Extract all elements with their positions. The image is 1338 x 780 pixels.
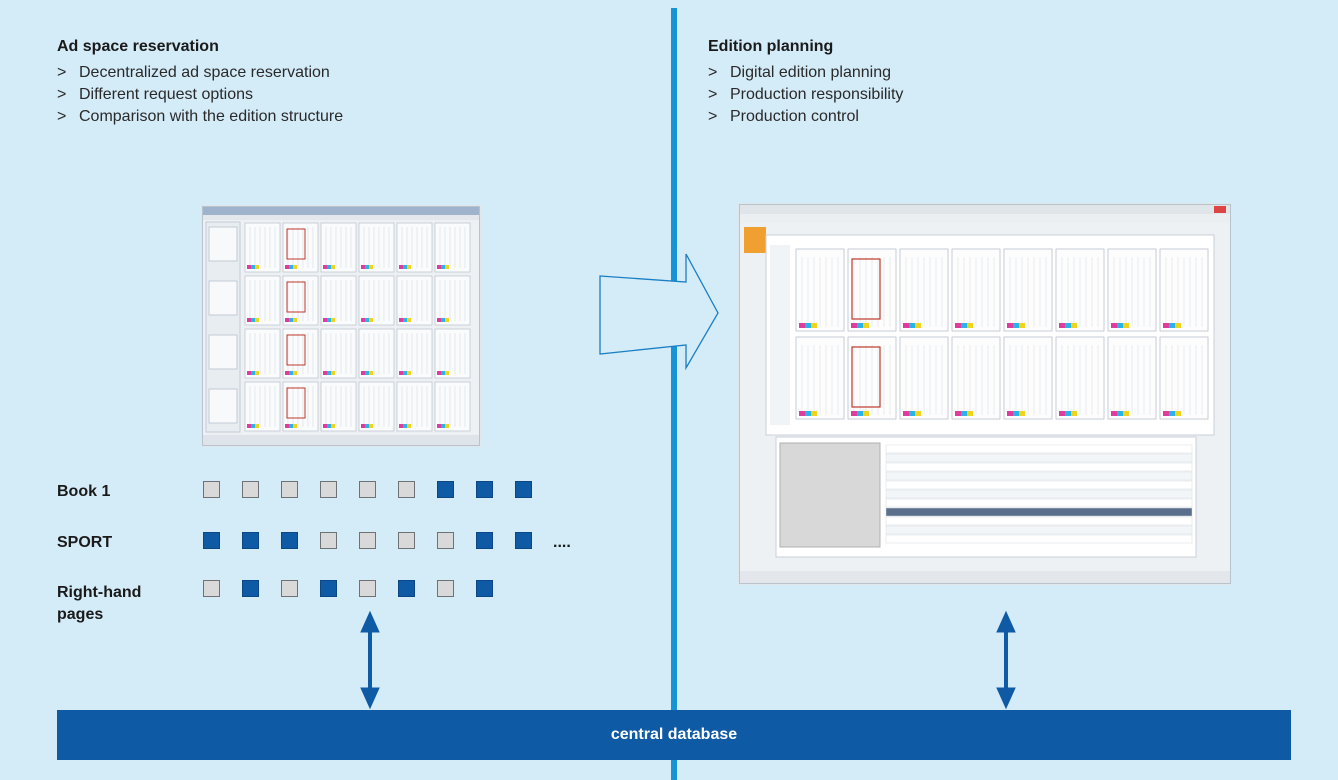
row-label-right-hand-pages: Right-hand pages — [57, 584, 142, 623]
page-square-filled — [476, 580, 493, 597]
edition-planning-panel: Edition planning Digital edition plannin… — [708, 38, 903, 128]
page-square-filled — [476, 532, 493, 549]
row-label-sport: SPORT — [57, 534, 113, 551]
page-square-filled — [281, 532, 298, 549]
page-square-filled — [515, 532, 532, 549]
page-square-filled — [203, 532, 220, 549]
panel-title-ad-space: Ad space reservation — [57, 38, 219, 55]
double-arrow-icon — [996, 610, 1016, 710]
page-square-empty — [398, 481, 415, 498]
page-square-empty — [203, 580, 220, 597]
central-database-bar: central database — [57, 710, 1291, 760]
page-square-filled — [515, 481, 532, 498]
page-square-empty — [320, 532, 337, 549]
edition-planning-bullets: Digital edition planning Production resp… — [708, 62, 903, 128]
page-square-filled — [242, 532, 259, 549]
page-square-filled — [242, 580, 259, 597]
page-square-empty — [359, 532, 376, 549]
page-square-empty — [242, 481, 259, 498]
ad-space-panel: Ad space reservation Decentralized ad sp… — [57, 38, 343, 128]
right-arrow-icon — [599, 253, 719, 371]
edition-planning-screenshot — [739, 204, 1231, 584]
row-label-book-1: Book 1 — [57, 483, 111, 500]
page-square-filled — [320, 580, 337, 597]
panel-title-edition-planning: Edition planning — [708, 38, 834, 55]
ad-space-bullets: Decentralized ad space reservation Diffe… — [57, 62, 343, 128]
continuation-dots: .... — [553, 534, 571, 551]
double-arrow-icon — [360, 610, 380, 710]
page-square-empty — [320, 481, 337, 498]
page-square-empty — [281, 580, 298, 597]
page-square-empty — [359, 580, 376, 597]
ad-reservation-screenshot — [202, 206, 480, 446]
bullet: Production responsibility — [708, 84, 903, 106]
bullet: Production control — [708, 106, 903, 128]
page-square-empty — [281, 481, 298, 498]
page-square-empty — [437, 580, 454, 597]
page-square-empty — [203, 481, 220, 498]
center-divider — [671, 8, 677, 780]
bullet: Different request options — [57, 84, 343, 106]
page-square-filled — [476, 481, 493, 498]
page-square-empty — [398, 532, 415, 549]
page-square-filled — [398, 580, 415, 597]
bullet: Comparison with the edition structure — [57, 106, 343, 128]
ad-reservation-screenshot-graphic — [203, 207, 479, 445]
page-square-filled — [437, 481, 454, 498]
edition-planning-screenshot-graphic — [740, 205, 1230, 583]
bullet: Decentralized ad space reservation — [57, 62, 343, 84]
page-square-empty — [359, 481, 376, 498]
bullet: Digital edition planning — [708, 62, 903, 84]
page-square-empty — [437, 532, 454, 549]
